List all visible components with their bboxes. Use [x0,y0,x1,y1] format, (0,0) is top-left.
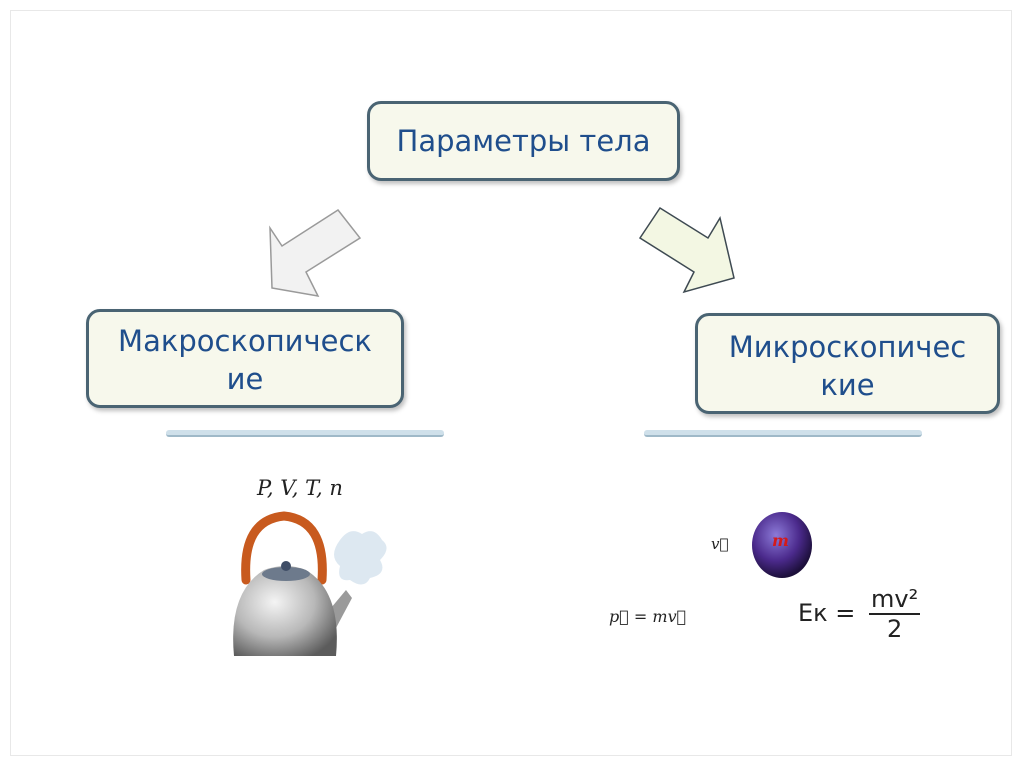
momentum-formula: p⃗ = mv⃗ [609,607,687,626]
micro-label-line1: Микроскопичес [728,330,967,364]
macro-underline [166,430,444,437]
micro-label-line2: кие [820,368,875,402]
kinetic-energy-formula: Eк = mv² 2 [798,585,921,643]
arrow-down-right-icon [638,206,735,294]
macro-box: Макроскопическ ие [86,309,404,408]
macro-label-line1: Макроскопическ [118,324,372,358]
title-label: Параметры тела [396,124,651,158]
title-box: Параметры тела [367,101,680,181]
velocity-label: v⃗ [711,535,729,553]
micro-box: Микроскопичес кие [695,313,1000,414]
macro-parameters-formula: P, V, T, n [257,476,343,500]
micro-underline [644,430,922,437]
energy-numerator: mv² [869,585,921,615]
mass-label: m [772,531,789,550]
energy-lhs: Eк = [798,599,856,627]
kettle-icon [233,511,387,656]
particle-icon [752,512,812,578]
energy-fraction: mv² 2 [869,585,921,643]
energy-denominator: 2 [887,615,903,643]
arrow-down-left-icon [269,209,362,297]
macro-label-line2: ие [226,362,264,396]
